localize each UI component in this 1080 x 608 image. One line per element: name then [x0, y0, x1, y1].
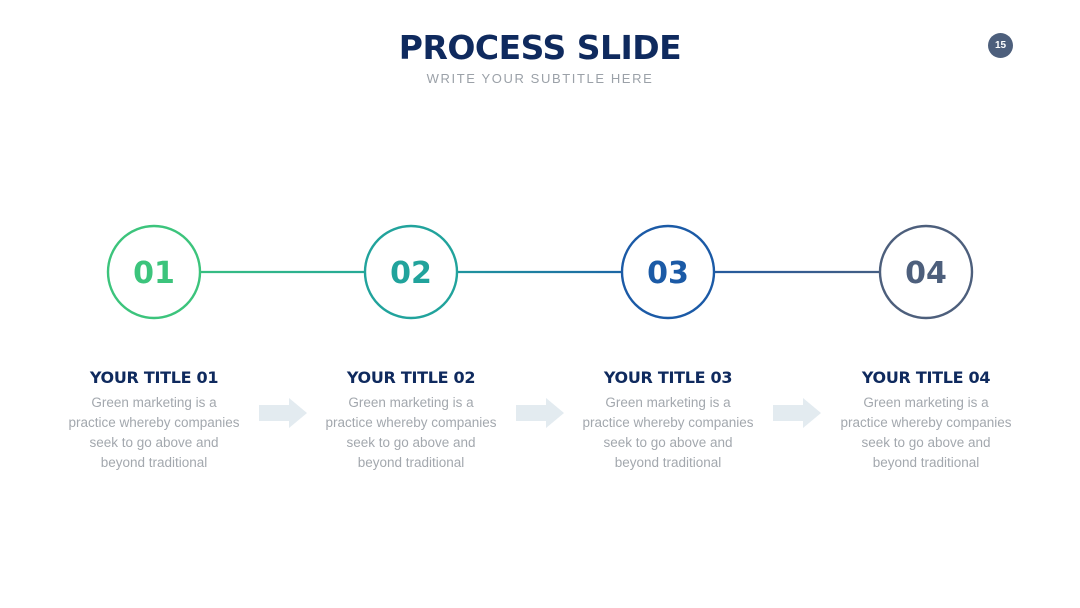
step-text-block-3: YOUR TITLE 03 Green marketing is a practi… — [568, 368, 768, 473]
step-number-3: 03 — [647, 256, 689, 291]
step-text-block-2: YOUR TITLE 02 Green marketing is a practi… — [311, 368, 511, 473]
step-circle-3 — [620, 224, 716, 320]
slide-title: PROCESS SLIDE — [398, 28, 682, 67]
step-description-4: Green marketing is a practice whereby co… — [840, 395, 1012, 470]
arrow-right-icon — [259, 398, 307, 433]
step-circle-2 — [363, 224, 459, 320]
step-circle-4 — [878, 224, 974, 320]
step-number-1: 01 — [133, 256, 175, 291]
step-title-4: YOUR TITLE 04 — [861, 368, 991, 387]
step-text-block-4: YOUR TITLE 04 Green marketing is a practi… — [826, 368, 1026, 473]
slide-subtitle: WRITE YOUR SUBTITLE HERE — [426, 71, 654, 86]
step-title-2: YOUR TITLE 02 — [346, 368, 476, 387]
step-number-2: 02 — [390, 256, 432, 291]
step-number-4: 04 — [905, 256, 947, 291]
step-description-1: Green marketing is a practice whereby co… — [68, 395, 240, 470]
arrow-right-icon — [773, 398, 821, 433]
step-title-3: YOUR TITLE 03 — [603, 368, 733, 387]
step-circle-1 — [106, 224, 202, 320]
page-number-badge: 15 — [988, 33, 1013, 58]
step-description-2: Green marketing is a practice whereby co… — [325, 395, 497, 470]
step-title-1: YOUR TITLE 01 — [89, 368, 219, 387]
step-text-block-1: YOUR TITLE 01 Green marketing is a practi… — [54, 368, 254, 473]
arrow-right-icon — [516, 398, 564, 433]
step-description-3: Green marketing is a practice whereby co… — [582, 395, 754, 470]
